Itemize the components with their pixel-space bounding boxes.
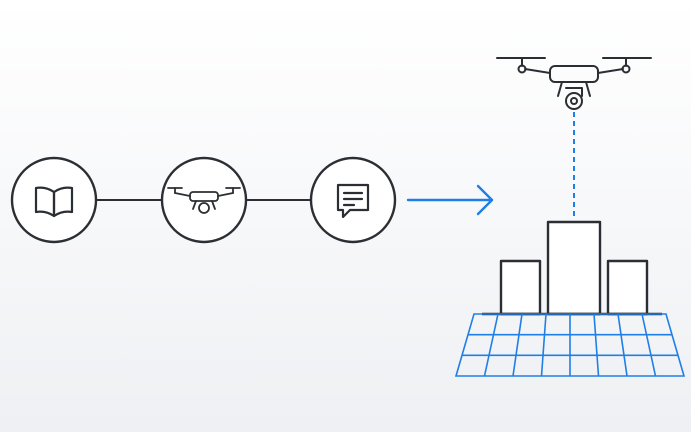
buildings-icon (482, 220, 662, 316)
chat-document-icon (336, 183, 370, 219)
open-book-icon (34, 186, 74, 218)
pipeline-node-book (10, 156, 98, 244)
drone-icon (167, 187, 241, 214)
drone-icon (496, 57, 652, 110)
right-arrow-icon (406, 184, 494, 216)
pipeline-node-report (309, 156, 397, 244)
ground-grid-icon (454, 313, 686, 377)
pipeline-node-drone (160, 156, 248, 244)
